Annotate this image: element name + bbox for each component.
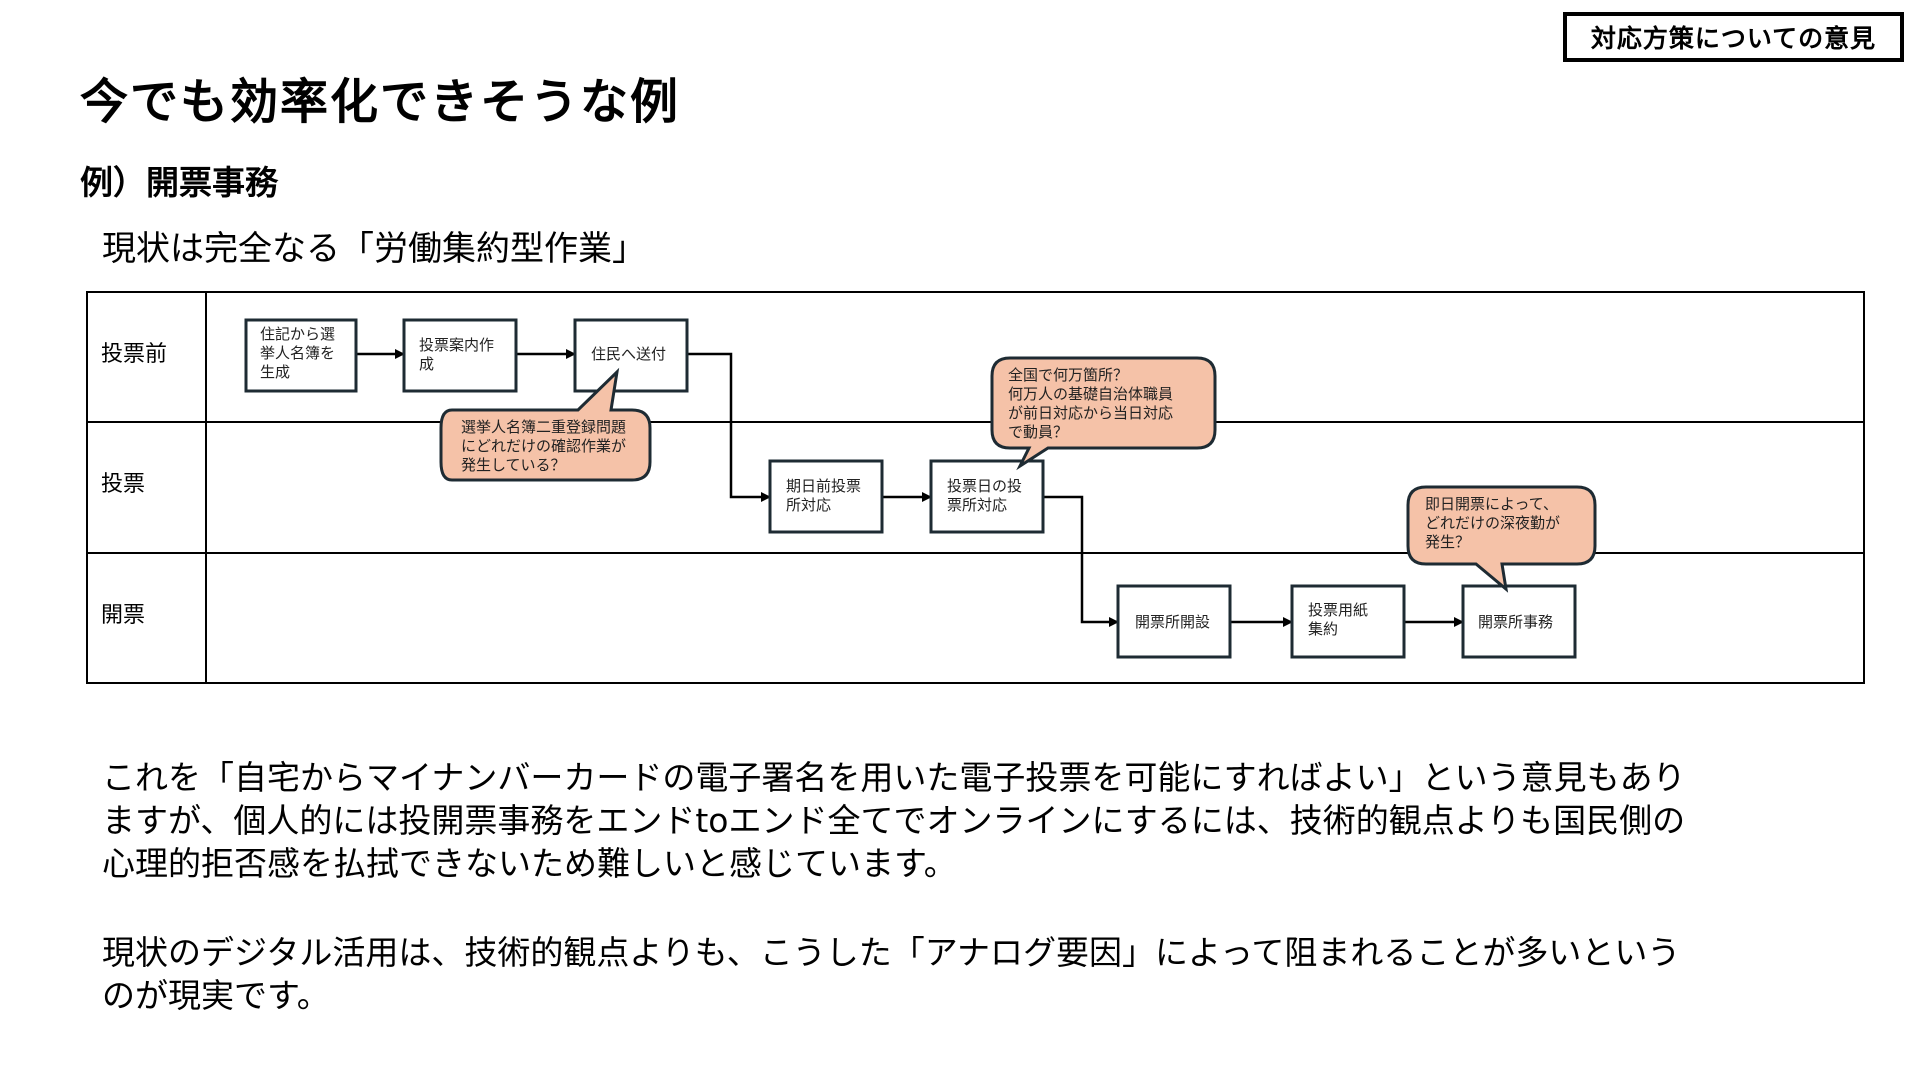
connector-arrow (687, 352, 771, 502)
svg-text:即日開票によって、 どれだけの深夜勤が: 即日開票によって、 どれだけの深夜勤が 発生？ (1425, 495, 1565, 551)
svg-text:住記から選 挙人名簿を 生成: 住記から選 挙人名簿を 生成 (260, 325, 340, 381)
lane-label-vote: 投票 (101, 472, 145, 497)
svg-text:開票所開設: 開票所開設 (1135, 613, 1210, 631)
step-generate-voter-roll: 住記から選 挙人名簿を 生成 (244, 318, 358, 393)
callout-staff-mobilization: 全国で何万箇所？ 何万人の基礎自治体職員 が前日対応から当日対応 で動員？ (990, 356, 1217, 471)
connector-arrow (1043, 495, 1119, 627)
svg-text:選挙人名簿二重登録問題 にどれだけの確認作業が: 選挙人名簿二重登録問題 にどれだけの確認作業が 発生している？ (461, 418, 631, 474)
step-send-to-residents: 住民へ送付 (573, 318, 689, 393)
page-title: 今でも効率化できそうな例 (80, 74, 681, 130)
lane-label-count: 開票 (101, 603, 145, 628)
svg-text:投票案内作 成: 投票案内作 成 (419, 336, 499, 373)
svg-text:期日前投票 所対応: 期日前投票 所対応 (786, 477, 866, 514)
opinion-paragraph: これを「自宅からマイナンバーカードの電子署名を用いた電子投票を可能にすればよい」… (102, 758, 1686, 883)
step-collect-ballots: 投票用紙 集約 (1290, 584, 1406, 659)
step-counting-operations: 開票所事務 (1461, 584, 1577, 659)
step-election-day-station: 投票日の投 票所対応 (929, 459, 1045, 534)
svg-text:住民へ送付: 住民へ送付 (591, 345, 666, 363)
callout-duplicate-registration: 選挙人名簿二重登録問題 にどれだけの確認作業が 発生している？ (439, 367, 652, 482)
step-open-counting-center: 開票所開設 (1116, 584, 1232, 659)
lane-label-pre-vote: 投票前 (101, 342, 167, 367)
conclusion-paragraph: 現状のデジタル活用は、技術的観点よりも、こうした「アナログ要因」によって阻まれる… (102, 933, 1681, 1015)
example-heading: 例）開票事務 (80, 163, 278, 202)
svg-text:投票日の投 票所対応: 投票日の投 票所対応 (947, 477, 1027, 514)
step-create-voting-notice: 投票案内作 成 (402, 318, 518, 393)
svg-text:全国で何万箇所？ 何万人の基礎自治体職員: 全国で何万箇所？ 何万人の基礎自治体職員 が前日対応から当日対応 で動員？ (1008, 366, 1178, 441)
section-tag: 対応方策についての意見 (1563, 12, 1904, 62)
svg-text:投票用紙 集約: 投票用紙 集約 (1308, 601, 1373, 638)
svg-text:開票所事務: 開票所事務 (1478, 613, 1553, 631)
step-early-voting-station: 期日前投票 所対応 (768, 459, 884, 534)
lead-text: 現状は完全なる「労働集約型作業」 (102, 229, 646, 269)
callout-late-night-work: 即日開票によって、 どれだけの深夜勤が 発生？ (1406, 485, 1597, 593)
